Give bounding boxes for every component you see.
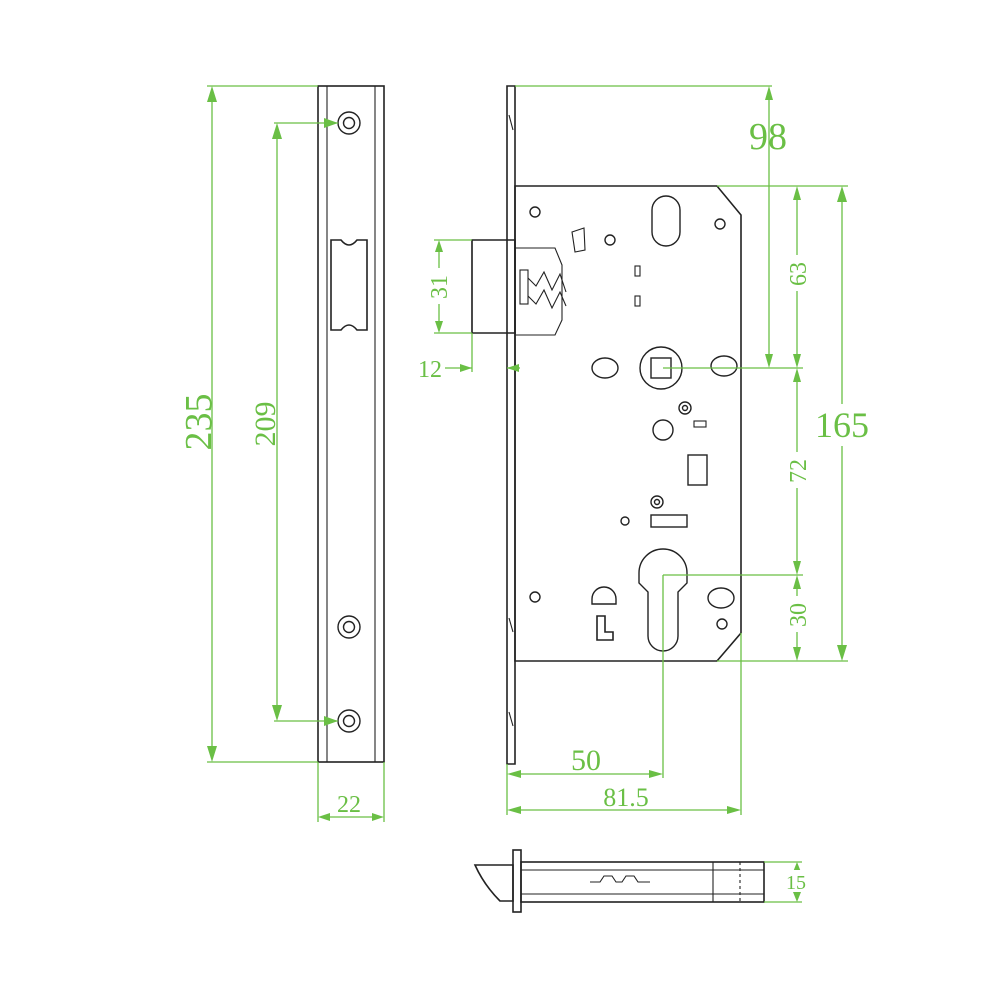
bolt-thickness-label: 15: [786, 872, 806, 894]
lever-pivot: [652, 419, 674, 441]
case-rivet: [529, 206, 541, 218]
cylinder-to-bottom-label: 30: [786, 603, 812, 627]
bolt-guide-slot: [650, 514, 688, 528]
side-slot-right: [710, 355, 738, 377]
latch-projection-dimension: 12: [418, 333, 520, 383]
case-rivet: [716, 618, 728, 630]
faceplate-outline: [317, 85, 385, 763]
latch-projection-label: 12: [418, 357, 442, 383]
case-height-label: 165: [815, 405, 869, 445]
forend-screw-mark: [508, 617, 514, 633]
latch-height-dimension: 31: [426, 239, 472, 334]
latch-bolt: [471, 239, 516, 334]
forend-plate: [506, 85, 516, 765]
latch-mechanism: [515, 247, 563, 336]
case-top-notch: [590, 875, 650, 883]
forend-top-edge: [512, 849, 522, 913]
deadbolt-window: [687, 454, 708, 486]
screw-hole-top: [337, 111, 361, 135]
case-rivet: [714, 218, 726, 230]
bolt-thickness-dimension: 15: [764, 861, 808, 903]
top-slot: [651, 195, 681, 247]
case-height-dimension: 165: [717, 185, 874, 662]
screw-hole-bottom: [337, 709, 361, 733]
handle-to-top-label: 63: [786, 262, 812, 286]
screw-hole-middle: [337, 615, 361, 639]
latch-spring: [527, 270, 567, 293]
latch-height-label: 31: [427, 275, 453, 299]
backset-dimension: 50: [506, 575, 664, 815]
bottom-slot-left: [591, 586, 617, 605]
bottom-slot-right: [707, 587, 735, 609]
handle-to-cylinder-label: 72: [786, 459, 812, 483]
faceplate-height-dimension: 235: [178, 85, 318, 763]
case-depth-label: 98: [749, 116, 787, 158]
case-depth-dimension: 98: [515, 85, 787, 368]
forend-screw-mark: [508, 711, 514, 727]
latch-opening: [330, 239, 368, 331]
handle-to-top-dimension: 63: [663, 186, 812, 369]
lock-body-view: [471, 85, 742, 765]
cylinder-to-bottom-dimension: 30: [786, 575, 812, 661]
backset-label: 50: [571, 744, 601, 777]
faceplate-view: [317, 85, 385, 763]
case-rivet: [604, 234, 616, 246]
faceplate-height-label: 235: [178, 394, 220, 451]
top-view: [473, 849, 765, 913]
handle-to-cylinder-dimension: 72: [663, 368, 812, 576]
latch-spring: [527, 288, 567, 310]
overall-depth-dimension: 81.5: [507, 633, 742, 815]
side-slot-left: [591, 357, 619, 379]
lock-case-outline: [514, 185, 742, 662]
case-top-outline: [520, 861, 765, 903]
faceplate-width-dimension: 22: [317, 762, 385, 822]
screw-spacing-label: 209: [249, 402, 282, 447]
screw-spacing-dimension: 209: [249, 118, 338, 726]
bottom-hook: [596, 615, 614, 641]
overall-depth-label: 81.5: [603, 783, 649, 812]
forend-screw-mark: [508, 114, 514, 131]
case-rivet: [529, 591, 541, 603]
latch-tongue-top: [473, 864, 514, 902]
faceplate-width-label: 22: [337, 792, 361, 818]
